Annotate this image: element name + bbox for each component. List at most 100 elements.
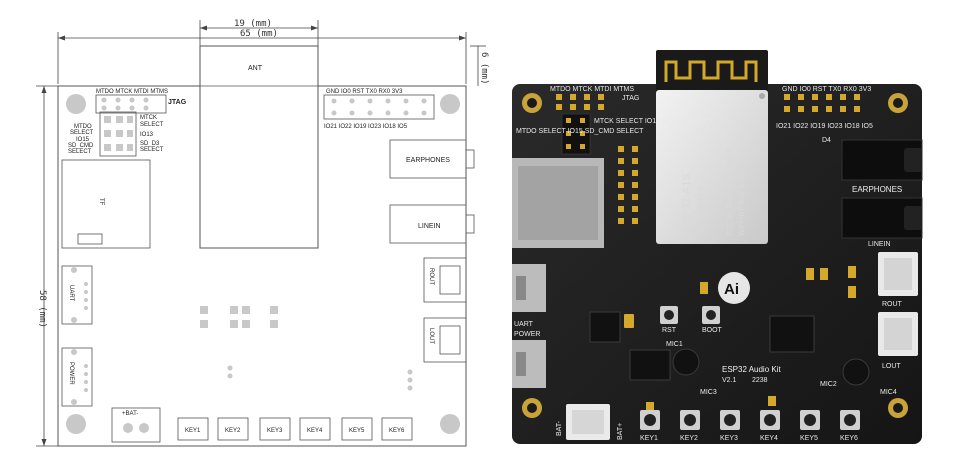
module-outline xyxy=(199,45,319,249)
capacitors xyxy=(624,266,856,412)
photo-rout: ROUT xyxy=(882,301,903,308)
photo-gpio-top: GND IO0 RST TX0 RX0 3V3 xyxy=(782,86,871,93)
photo-key6: KEY6 xyxy=(840,435,858,442)
select-left-3: IO15 xyxy=(76,137,90,143)
power-port xyxy=(61,347,93,407)
jtag-title: JTAG xyxy=(168,99,187,106)
dim-board-width: 65 (mm) xyxy=(240,29,278,39)
photo-key4: KEY4 xyxy=(760,435,778,442)
earphones-label: EARPHONES xyxy=(406,157,450,164)
mic4-label: MIC4 xyxy=(880,389,897,396)
ai-logo xyxy=(718,272,750,304)
select-right-4: SD_D3 xyxy=(140,141,160,147)
gpio-header xyxy=(323,94,435,120)
photo-jtag: JTAG xyxy=(622,95,639,102)
photo-d4: D4 xyxy=(822,137,831,144)
jtag-pins xyxy=(101,97,149,111)
key2-label: KEY2 xyxy=(225,428,241,434)
antenna-label: ANT xyxy=(248,65,263,72)
photo-select-right: MTCK SELECT IO13 SD_D3 SELECT xyxy=(594,118,714,125)
dim-antenna: 19 (mm) xyxy=(234,19,272,29)
key3-label: KEY3 xyxy=(267,428,283,434)
rout-label: ROUT xyxy=(428,268,434,285)
board-date-code: 2238 xyxy=(752,377,768,384)
module-line-3: FCC ID: 2AHMR-ESP32A1S xyxy=(727,147,734,236)
ic-chip-1 xyxy=(589,311,621,343)
photo-select-left: MTDO SELECT IO15 SD_CMD SELECT xyxy=(516,128,644,135)
select-right-1: MTCK xyxy=(140,115,157,121)
tf-label: TF xyxy=(98,198,104,206)
gold-mounting-holes xyxy=(522,93,908,418)
mic2-label: MIC2 xyxy=(820,381,837,388)
rst-label: RST xyxy=(662,327,677,334)
photo-key2: KEY2 xyxy=(680,435,698,442)
bat-label: +BAT- xyxy=(122,411,138,417)
key5-label: KEY5 xyxy=(349,428,365,434)
mic2 xyxy=(842,358,870,386)
photo-key1: KEY1 xyxy=(640,435,658,442)
photo-jtag-header-labels: MTDO MTCK MTDI MTMS xyxy=(550,86,634,93)
power-label: POWER xyxy=(68,362,74,385)
antenna-trace xyxy=(664,60,758,82)
photo-key5: KEY5 xyxy=(800,435,818,442)
antenna-pcb xyxy=(656,50,768,94)
dimension-arrows xyxy=(41,25,466,446)
select-right-5: SELECT xyxy=(140,147,164,153)
mic1-label: MIC1 xyxy=(666,341,683,348)
key4-label: KEY4 xyxy=(307,428,323,434)
key6-label: KEY6 xyxy=(389,428,405,434)
module-line-2: Ai-Thinker xyxy=(696,186,707,232)
photo-lout: LOUT xyxy=(882,363,901,370)
select-jumper-pins xyxy=(104,116,133,151)
dim-board-height: 58 (mm) xyxy=(37,290,47,328)
rout-connector xyxy=(423,257,467,303)
pcb-board xyxy=(512,84,922,444)
lout-connector xyxy=(423,317,467,363)
board-version: V2.1 xyxy=(722,377,737,384)
photo-key-buttons xyxy=(640,410,860,430)
photo-gpio-bottom: IO21 IO22 IO19 IO23 IO18 IO5 xyxy=(776,123,873,130)
mic1 xyxy=(672,348,700,376)
boot-label: BOOT xyxy=(702,327,723,334)
battery-connector xyxy=(111,407,161,443)
photo-linein: LINEIN xyxy=(868,241,891,248)
select-right-3: IO13 xyxy=(140,132,154,138)
jtag-header xyxy=(95,94,167,114)
board-title: ESP32 Audio Kit xyxy=(722,365,781,374)
select-right-2: SELECT xyxy=(140,122,164,128)
key1-label: KEY1 xyxy=(185,428,201,434)
module-side-pins xyxy=(618,146,638,224)
photo-bat-minus: BAT- xyxy=(556,420,563,436)
key-row xyxy=(177,417,413,441)
ai-logo-text: Ai xyxy=(724,281,739,298)
select-jumpers xyxy=(99,111,137,157)
gpio-top-labels: GND IO0 RST TX0 RX0 3V3 xyxy=(326,89,403,95)
dim-top-offset: 6 (mm) xyxy=(479,52,489,85)
photo-key3: KEY3 xyxy=(720,435,738,442)
photo-earphones: EARPHONES xyxy=(852,185,902,194)
module-line-1: ESP32-A1S xyxy=(681,173,693,232)
esp32-module xyxy=(656,90,768,244)
photo-jtag-pins xyxy=(556,94,604,110)
linein-label: LINEIN xyxy=(418,223,441,230)
jtag-header-labels: MTDO MTCK MTDI MTMS xyxy=(96,89,168,95)
mounting-holes xyxy=(66,94,460,434)
uart-label: UART xyxy=(68,285,74,302)
select-left-2: SELECT xyxy=(70,130,94,136)
tf-slot xyxy=(61,159,151,249)
photo-gpio-pins xyxy=(784,94,860,112)
select-left-1: MTDO xyxy=(74,124,92,130)
lout-label: LOUT xyxy=(428,328,434,344)
ic-chip-3 xyxy=(769,315,815,353)
test-pads xyxy=(200,306,413,391)
gpio-bottom-labels: IO21 IO22 IO19 IO23 IO18 IO5 xyxy=(324,124,408,130)
dimension-lines xyxy=(36,20,486,447)
mic3-label: MIC3 xyxy=(700,389,717,396)
uart-port xyxy=(61,265,93,325)
select-left-5: SELECT xyxy=(68,149,92,155)
select-left-4: SD_CMD xyxy=(68,143,94,149)
photo-uart: UART xyxy=(514,321,534,328)
ic-chip-2 xyxy=(629,349,671,381)
